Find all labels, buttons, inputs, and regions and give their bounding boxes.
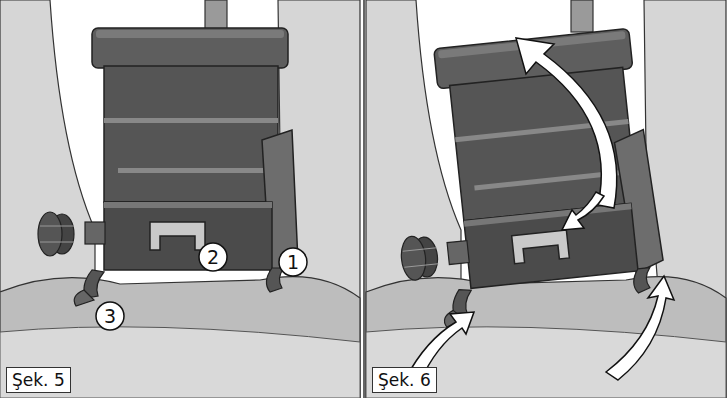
motion-arrows [406, 38, 674, 382]
callout-circle [199, 243, 227, 271]
slot-arrow [562, 192, 604, 230]
tilted-device [380, 27, 668, 331]
figure-label: Şek. 6 [372, 367, 437, 393]
panel-divider [363, 0, 365, 398]
callout-circle [96, 302, 124, 330]
lift-arrow [516, 38, 617, 208]
callout-number: 1 [279, 248, 307, 276]
seat-background [0, 0, 360, 398]
callout-number: 3 [96, 302, 124, 330]
device [380, 27, 668, 331]
device [38, 28, 298, 306]
callout-circle [279, 248, 307, 276]
callout-number: 2 [199, 243, 227, 271]
seat-background [366, 0, 726, 398]
clip-arrow [606, 276, 674, 380]
figure-label: Şek. 5 [6, 367, 71, 393]
panel-two [366, 0, 726, 398]
